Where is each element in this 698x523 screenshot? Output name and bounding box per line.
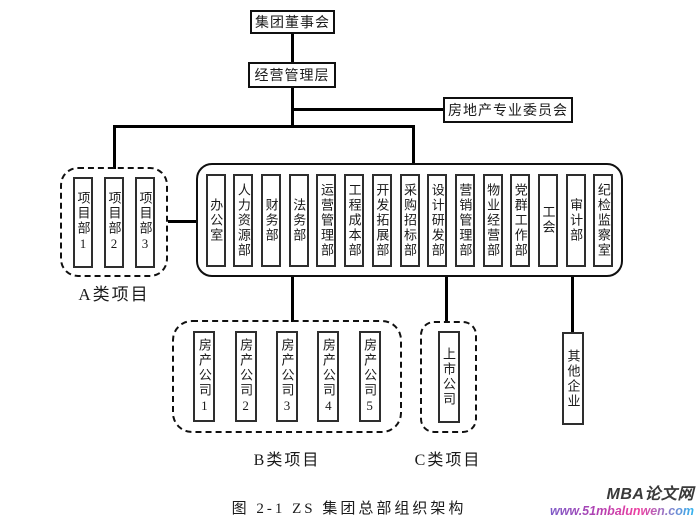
dept-box: 物业经营部: [482, 173, 503, 267]
dept-box: 营销管理部: [454, 173, 475, 267]
dept-box: 党群工作部: [510, 173, 531, 267]
dept-box: 采购招标部: [399, 173, 420, 267]
connector-drop-other: [571, 276, 574, 333]
watermark: MBA论文网 www.51mbalunwen.com: [550, 486, 694, 519]
group-a-label: A类项目: [78, 284, 150, 304]
realestate-company-box: 房产公司1: [193, 331, 216, 422]
board-box: 集团董事会: [250, 10, 335, 34]
watermark-url: www.51mbalunwen.com: [549, 504, 694, 519]
connector-group-a-headquarters: [168, 220, 196, 223]
connector-drop-group-a: [113, 125, 116, 169]
dept-box: 纪检监察室: [593, 173, 614, 267]
dept-box: 人力资源部: [233, 173, 254, 267]
listed-company-box: 上市公司: [437, 331, 460, 423]
dept-box: 运营管理部: [316, 173, 337, 267]
group-b-label: B类项目: [253, 452, 321, 469]
group-a-container: 项目部1 项目部2 项目部3: [60, 167, 168, 277]
dept-box: 工程成本部: [344, 173, 365, 267]
realestate-company-box: 房产公司5: [358, 331, 381, 422]
other-enterprise-box: 其他企业: [562, 332, 584, 425]
dept-box: 财务部: [261, 173, 282, 267]
dept-box: 审计部: [565, 173, 586, 267]
watermark-brand: MBA论文网: [606, 486, 694, 503]
realestate-company-box: 房产公司4: [317, 331, 340, 422]
figure-caption: 图 2-1 ZS 集团总部组织架构: [231, 501, 467, 517]
connector-to-committee: [291, 108, 443, 111]
connector-branch-horizontal: [113, 125, 415, 128]
project-dept-box: 项目部1: [73, 176, 93, 268]
realestate-company-box: 房产公司3: [275, 331, 298, 422]
group-c-label: C类项目: [414, 452, 482, 469]
committee-box: 房地产专业委员会: [443, 97, 573, 123]
connector-drop-group-b: [291, 276, 294, 322]
connector-drop-headquarters: [412, 125, 415, 165]
realestate-company-box: 房产公司2: [234, 331, 257, 422]
group-c-container: 上市公司: [420, 321, 477, 433]
connector-board-management: [291, 34, 294, 62]
group-b-container: 房产公司1 房产公司2 房产公司3 房产公司4 房产公司5: [172, 320, 402, 433]
management-box: 经营管理层: [248, 62, 336, 88]
dept-box: 法务部: [288, 173, 309, 267]
project-dept-box: 项目部2: [104, 176, 124, 268]
project-dept-box: 项目部3: [135, 176, 155, 268]
connector-drop-group-c: [445, 276, 448, 323]
dept-box: 开发拓展部: [371, 173, 392, 267]
dept-box: 设计研发部: [427, 173, 448, 267]
dept-box: 办公室: [205, 173, 226, 267]
dept-box: 工会: [537, 173, 558, 267]
headquarters-container: 办公室 人力资源部 财务部 法务部 运营管理部 工程成本部 开发拓展部 采购招标…: [196, 163, 623, 277]
